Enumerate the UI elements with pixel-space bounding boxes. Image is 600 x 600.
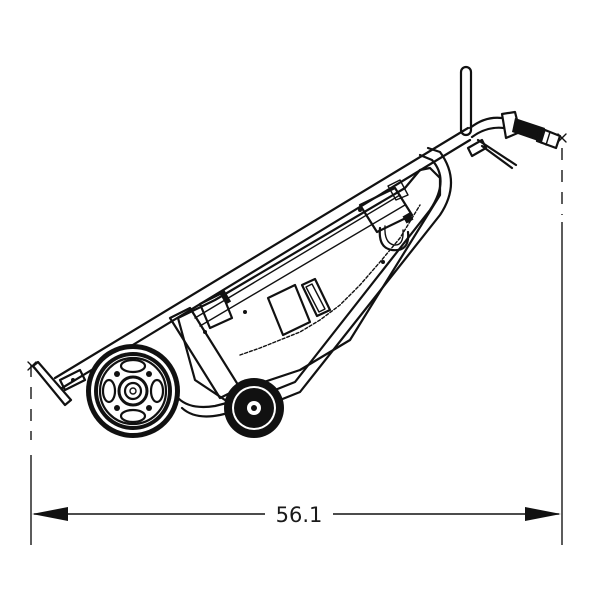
small-front-wheel [224,378,284,438]
dimension-value: 56.1 [268,500,330,530]
angled-grip-handle [468,110,567,150]
arrowhead-right-icon [525,507,561,521]
large-rear-wheel [86,344,180,438]
ratchet-lever [466,138,518,170]
arrowhead-left-icon [32,507,68,521]
vertical-handle-post [459,65,473,137]
nose-plate [27,360,73,407]
appliance-strap-assembly [168,166,442,402]
label-panel [266,283,312,337]
dimension-lines [30,148,563,545]
axle-bracket [58,368,87,392]
curved-frame-loop [176,146,452,418]
handle-slot [300,277,332,318]
